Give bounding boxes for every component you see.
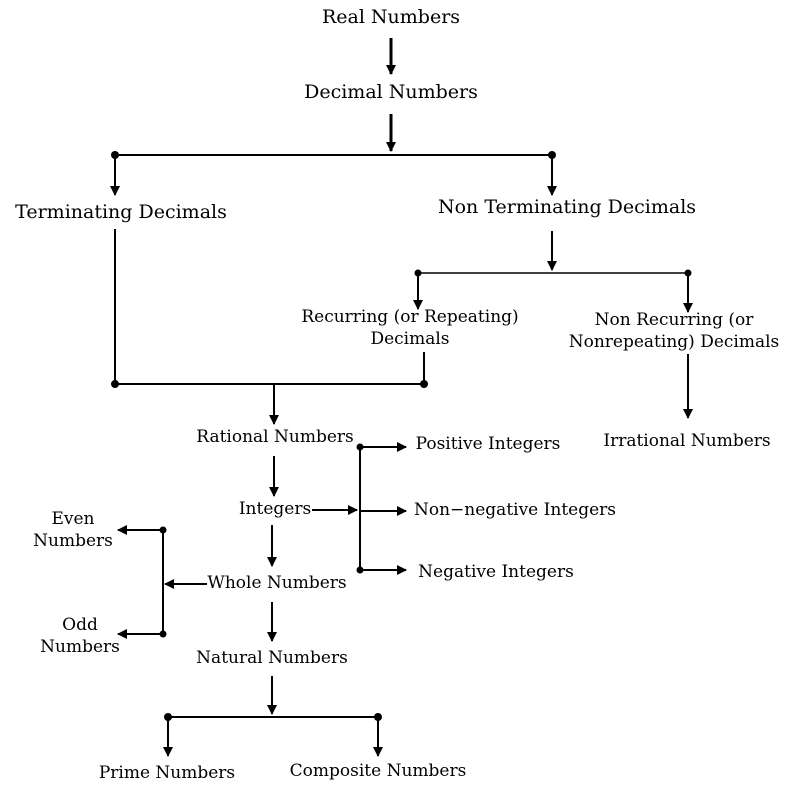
node-rational-numbers: Rational Numbers — [196, 427, 354, 447]
junction-dot — [159, 526, 167, 534]
junction-dot — [356, 443, 364, 451]
node-natural-numbers: Natural Numbers — [196, 648, 348, 668]
node-real-numbers: Real Numbers — [321, 6, 461, 28]
junction-dot — [159, 630, 167, 638]
node-composite-numbers: Composite Numbers — [289, 761, 467, 781]
junction-dot — [548, 151, 556, 159]
node-prime-numbers: Prime Numbers — [98, 763, 236, 783]
node-negative-integers: Negative Integers — [418, 562, 574, 582]
node-odd-numbers-line1: Odd — [62, 615, 98, 635]
node-even-numbers-line2: Numbers — [33, 531, 113, 551]
node-recurring-decimals-line2: Decimals — [370, 329, 450, 349]
node-even-numbers-line1: Even — [51, 509, 95, 529]
junction-dot — [111, 151, 119, 159]
node-decimal-numbers: Decimal Numbers — [304, 81, 478, 103]
node-non-recurring-decimals-line2: Nonrepeating) Decimals — [568, 332, 780, 352]
node-terminating-decimals: Terminating Decimals — [15, 201, 227, 223]
junction-dot — [164, 713, 172, 721]
node-non-terminating-decimals: Non Terminating Decimals — [437, 196, 697, 218]
junction-dot — [414, 269, 422, 277]
junction-dot — [374, 713, 382, 721]
junction-dot — [356, 566, 364, 574]
junction-dot — [111, 380, 119, 388]
node-positive-integers: Positive Integers — [415, 434, 561, 454]
node-irrational-numbers: Irrational Numbers — [603, 431, 771, 451]
node-recurring-decimals-line1: Recurring (or Repeating) — [301, 307, 519, 327]
node-whole-numbers: Whole Numbers — [207, 573, 347, 593]
node-non-recurring-decimals-line1: Non Recurring (or — [594, 310, 754, 330]
node-integers: Integers — [238, 499, 312, 519]
junction-dot — [684, 269, 692, 277]
node-non-negative-integers: Non−negative Integers — [413, 500, 617, 520]
node-odd-numbers-line2: Numbers — [40, 637, 120, 657]
junction-dot — [420, 380, 428, 388]
